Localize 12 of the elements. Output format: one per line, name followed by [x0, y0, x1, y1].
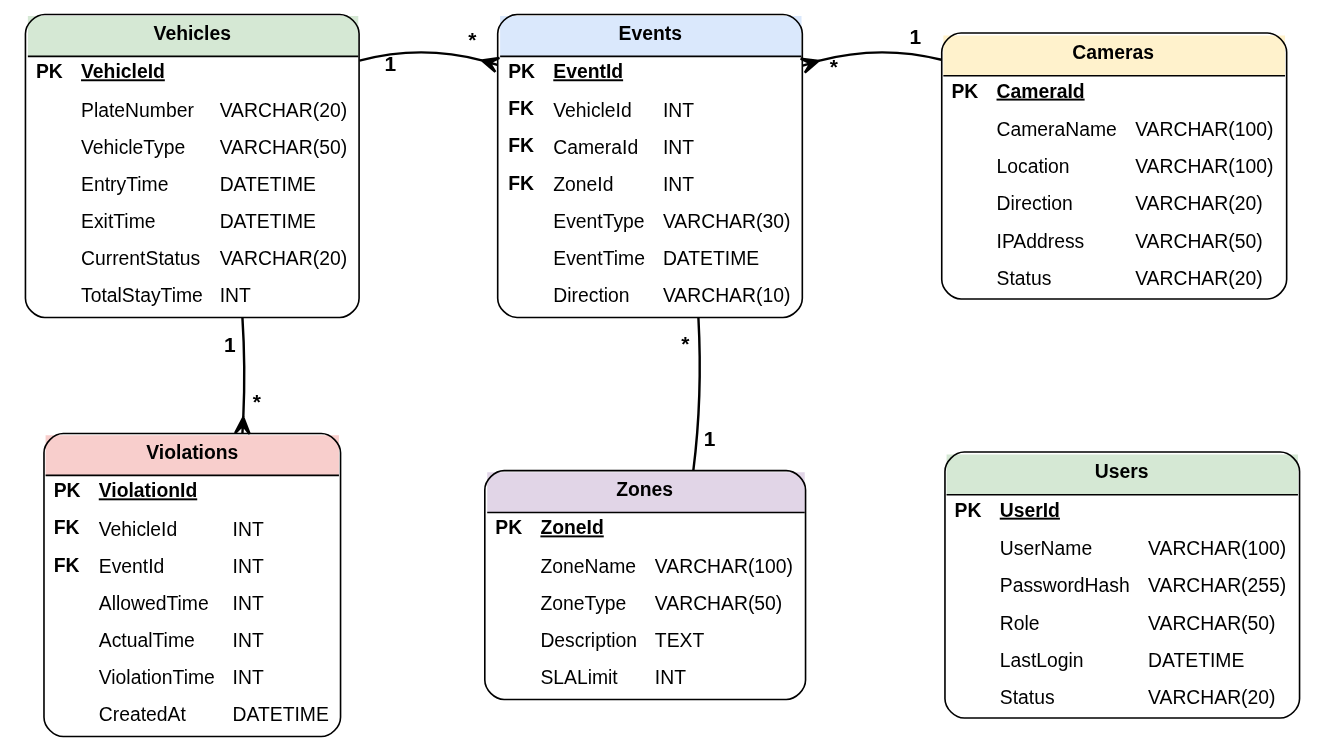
label: *	[252, 389, 261, 413]
label: 1	[223, 332, 236, 356]
label: *	[467, 28, 477, 52]
label: *	[829, 55, 838, 79]
label: 1	[703, 427, 715, 451]
label: 1	[908, 24, 921, 48]
connector	[358, 51, 501, 74]
label: 1	[384, 51, 396, 75]
connector	[691, 317, 701, 471]
connector	[233, 317, 251, 436]
connector	[798, 51, 942, 74]
label: *	[680, 332, 689, 356]
